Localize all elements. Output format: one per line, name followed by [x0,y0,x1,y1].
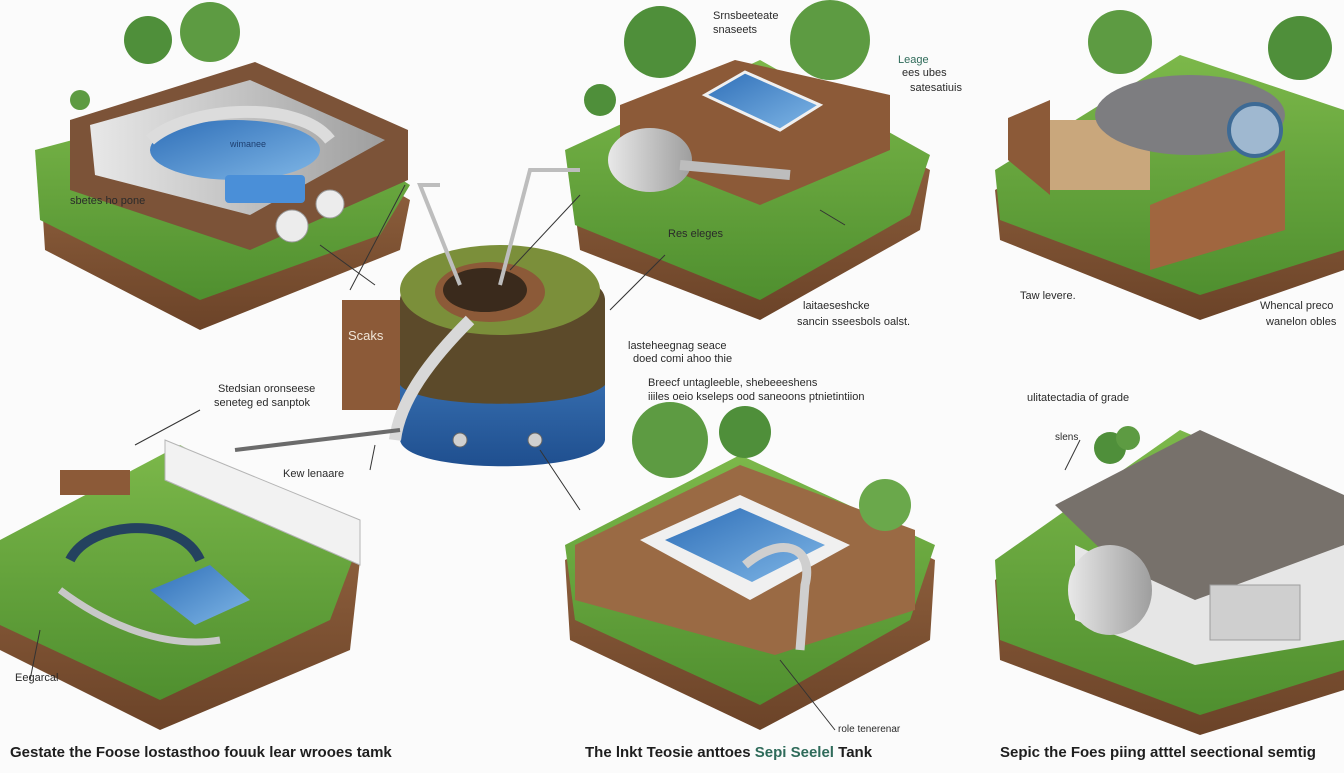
inlet-pipe [146,105,335,145]
leader-line [319,244,376,286]
vent-pipe-left [389,315,475,441]
outlet-pipe [679,160,791,180]
shrub-1 [70,90,90,110]
shrub-5 [1116,426,1140,450]
leader-line [819,209,846,226]
label-tank-note-2: doed comi ahoo thie [633,353,733,365]
pool [701,70,824,132]
tree-3 [624,6,696,78]
tree-1 [124,16,172,64]
panel-top-left [35,2,410,330]
panel-top-middle [565,0,930,320]
label-bottom-note-1: laitaeseshcke [803,300,870,312]
label-top-note-2: snaseets [713,24,758,36]
tree-2 [180,2,240,62]
leader-line [539,449,581,511]
label-left-note-1: Stedsian oronseese [218,383,316,395]
label-left: Taw levere. [1020,290,1076,302]
panel-center [234,168,605,467]
pipe-outlet-1 [275,209,309,243]
leader-lines [29,184,1081,731]
label-mid-note-1: Breecf untagleeble, shebeeeshens [648,377,818,389]
leader-line [779,659,836,731]
label-side-2: slens [1055,432,1079,443]
label-bottom-note-2: sancin sseesbols oalst. [797,316,911,328]
pipe-run [57,587,221,646]
tree-4 [790,0,870,80]
panel-bottom-middle [565,402,935,730]
fence-panel [164,439,361,566]
panel-bottom-left [0,439,361,730]
caption-left: Gestate the Foose lostasthoo fouuk lear … [10,744,392,761]
label-corner: Eegarcal [15,672,59,684]
panel-bottom-right [995,426,1344,735]
box-wall-left [1008,100,1050,195]
leader-line [1064,439,1081,471]
tree-5 [1088,10,1152,74]
leader-line [509,194,581,271]
filter-box [225,175,305,203]
label-right-note-2: ees ubes [902,67,947,79]
vent-pipe-right [498,168,580,286]
label-side: sbetes ho pone [70,195,146,207]
caption-right: Sepic the Foes piing atttel seectional s… [1000,744,1316,761]
hose-loop [65,523,205,563]
leader-line [134,409,201,446]
valve-2 [527,432,543,448]
label-top-note-1: Srnsbeeteate [713,10,779,22]
planter [60,470,130,495]
tank-housing [608,128,692,192]
drain-rod [234,428,401,452]
label-left-note-2: seneteg ed sanptok [214,397,311,409]
shrub-3 [859,479,911,531]
basin [150,565,250,625]
tank-dome [1068,545,1152,635]
label-water: wimanee [230,139,267,149]
label-lower: Kew lenaare [283,468,345,480]
panel-top-right [995,10,1344,320]
leader-line [609,254,666,311]
label-right-1: Whencal preco [1260,300,1334,312]
caption-middle: The lnkt Teosie anttoes Sepi Seelel Tank [585,744,872,761]
tree-7 [632,402,708,478]
caption-middle-c: Tank [838,744,873,761]
label-bottom-center: role tenerenar [838,724,901,735]
shrub-2 [584,84,616,116]
label-box [342,300,404,410]
caption-middle-a: The lnkt Teosie anttoes [585,744,751,761]
box-wall-front [1150,150,1285,270]
label-mid-note-2: iiiles oeio kseleps ood saneoons ptnieti… [648,391,865,403]
water-pool [150,120,320,180]
manhole-opening [443,268,527,312]
leader-line [349,184,406,291]
valve-1 [452,432,468,448]
inlet-pipe [742,543,812,651]
label-right-2: wanelon obles [1266,316,1337,328]
tank-end [1227,102,1283,158]
leader-line [29,629,41,681]
vent-pipe-mid [417,183,462,286]
label-tank-note-1: lasteheegnag seace [628,340,727,352]
label-grade: ulitatectadia of grade [1027,392,1130,404]
pool-water [665,508,825,582]
label-mid: Res eleges [668,228,724,240]
label-right-note-3: satesatiuis [910,82,962,94]
tree-8 [719,406,771,458]
tree-6 [1268,16,1332,80]
label-tank: Scaks [348,328,384,343]
pipe-outlet-2 [315,189,345,219]
leader-line [369,444,376,471]
label-right-note-1: Leage [898,54,929,66]
garage-door [1209,584,1301,641]
caption-middle-b: Sepi Seelel [754,744,834,761]
